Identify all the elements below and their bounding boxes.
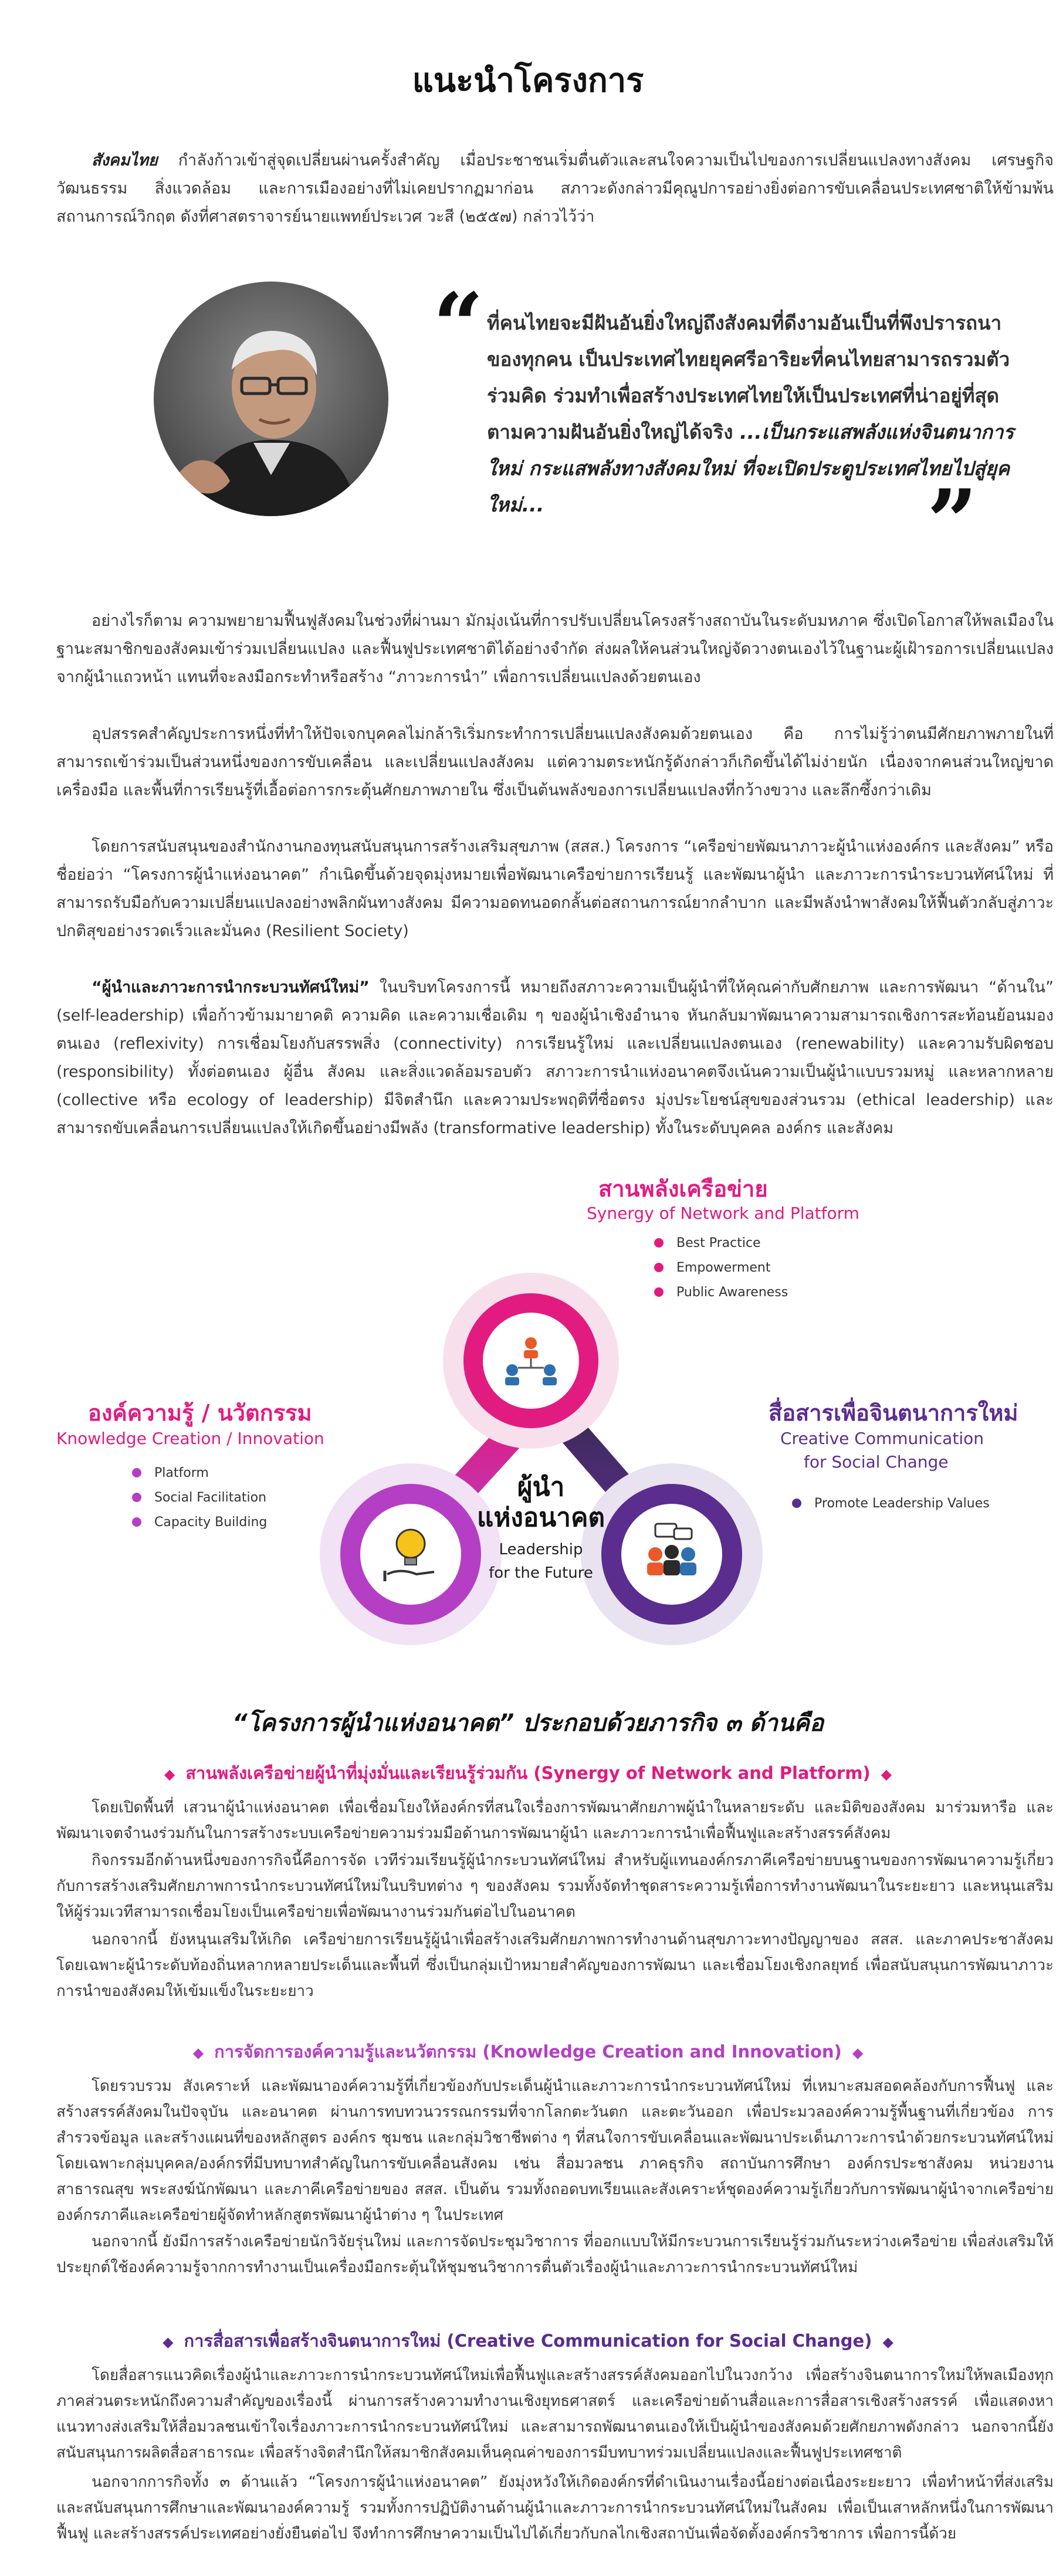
- paragraph-4-text: ในบริบทโครงการนี้ หมายถึงสภาวะความเป็นผู…: [56, 978, 1054, 1137]
- center-en-line2: for the Future: [489, 1564, 593, 1582]
- page-title: แนะนำโครงการ: [412, 62, 644, 100]
- right-title-en-2: for Social Change: [804, 1452, 949, 1472]
- mission-3-paragraph-2: นอกจากการกิจทั้ง ๓ ด้านแล้ว “โครงการผู้น…: [56, 2473, 1054, 2543]
- list-item: Best Practice: [654, 1231, 788, 1255]
- intro-paragraph: สังคมไทย กำลังก้าวเข้าสู่จุดเปลี่ยนผ่านค…: [56, 147, 1054, 231]
- quote-text: ที่คนไทยจะมีฝันอันยิ่งใหญ่ถึงสังคมที่ดีง…: [487, 311, 1010, 443]
- list-item: Public Awareness: [654, 1280, 788, 1304]
- mission-3-paragraph-1: โดยสื่อสารแนวคิดเรื่องผู้นำและภาวะการนำก…: [56, 2367, 1054, 2462]
- mission-heading-2: ◆การจัดการองค์ความรู้และนวัตกรรม (Knowle…: [192, 2042, 864, 2062]
- quote-block: ที่คนไทยจะมีฝันอันยิ่งใหญ่ถึงสังคมที่ดีง…: [487, 305, 1015, 523]
- right-items-list: Promote Leadership Values: [792, 1491, 990, 1516]
- close-quote-icon: ”: [927, 470, 978, 574]
- bullet-dot-icon: [132, 1517, 141, 1527]
- bullet-dot-icon: [132, 1493, 141, 1502]
- mission-title: “โครงการผู้นำแห่งอนาคต” ประกอบด้วยภารกิจ…: [232, 1710, 824, 1737]
- paragraph-3: โดยการสนับสนุนของสำนักงานกองทุนสนับสนุนก…: [56, 838, 1054, 940]
- mission-heading-1: ◆สานพลังเครือข่ายผู้นำที่มุ่งมั่นและเรีย…: [164, 1763, 892, 1783]
- list-item: Empowerment: [654, 1255, 788, 1280]
- bullet-dot-icon: [792, 1499, 801, 1508]
- center-title-line1: ผู้นำ: [517, 1472, 565, 1503]
- center-en-line1: Leadership: [499, 1541, 583, 1558]
- diamond-icon: ◆: [882, 2334, 893, 2350]
- portrait-photo: [154, 282, 388, 516]
- paragraph-2: อุปสรรคสำคัญประการหนึ่งที่ทำให้ปัจเจกบุค…: [56, 725, 1054, 799]
- intro-lead: สังคมไทย: [92, 151, 158, 170]
- paragraph-4: “ผู้นำและภาวะการนำกระบวนทัศน์ใหม่” ในบริ…: [56, 974, 1054, 1143]
- bullet-dot-icon: [654, 1287, 664, 1297]
- bullet-dot-icon: [132, 1468, 141, 1477]
- left-title-th: องค์ความรู้ / นวัตกรรม: [88, 1400, 312, 1426]
- left-items-list: Platform Social Facilitation Capacity Bu…: [132, 1460, 267, 1534]
- mission-2-paragraph-2: นอกจากนี้ ยังมีการสร้างเครือข่ายนักวิจัย…: [56, 2233, 1054, 2276]
- intro-text: กำลังก้าวเข้าสู่จุดเปลี่ยนผ่านครั้งสำคัญ…: [56, 151, 1054, 226]
- triangle-graphic: ผู้นำ แห่งอนาคต Leadership for the Futur…: [320, 1273, 763, 1645]
- diamond-icon: ◆: [163, 2334, 174, 2350]
- diamond-icon: ◆: [192, 2045, 204, 2061]
- right-title-th: สื่อสารเพื่อจินตนาการใหม่: [769, 1400, 1018, 1426]
- list-item: Promote Leadership Values: [792, 1491, 990, 1516]
- paragraph-4-lead: “ผู้นำและภาวะการนำกระบวนทัศน์ใหม่”: [92, 978, 370, 996]
- portrait-illustration: [154, 282, 388, 516]
- top-title-en: Synergy of Network and Platform: [587, 1204, 859, 1223]
- list-item: Platform: [132, 1460, 267, 1485]
- left-title-en: Knowledge Creation / Innovation: [56, 1429, 324, 1448]
- list-item: Social Facilitation: [132, 1485, 267, 1510]
- top-items-list: Best Practice Empowerment Public Awarene…: [654, 1231, 788, 1304]
- bullet-dot-icon: [654, 1238, 664, 1248]
- mission-2-paragraph-1: โดยรวบรวม สังเคราะห์ และพัฒนาองค์ความรู้…: [56, 2077, 1054, 2224]
- open-quote-icon: “: [433, 274, 484, 377]
- right-title-en-1: Creative Communication: [780, 1429, 984, 1448]
- paragraph-1: อย่างไรก็ตาม ความพยายามฟื้นฟูสังคมในช่วง…: [56, 612, 1054, 686]
- center-title-line2: แห่งอนาคต: [477, 1503, 605, 1533]
- mission-1-paragraph-2: กิจกรรมอีกด้านหนึ่งของการกิจนี้คือการจัด…: [56, 1852, 1054, 1921]
- diamond-icon: ◆: [164, 1766, 175, 1782]
- diamond-icon: ◆: [881, 1766, 892, 1782]
- top-title-th: สานพลังเครือข่าย: [598, 1176, 768, 1202]
- leadership-diagram: ผู้นำ แห่งอนาคต Leadership for the Futur…: [0, 1167, 1056, 1695]
- mission-1-paragraph-3: นอกจากนี้ ยังหนุนเสริมให้เกิด เครือข่ายก…: [56, 1931, 1054, 2000]
- mission-1-paragraph-1: โดยเปิดพื้นที่ เสวนาผู้นำแห่งอนาคต เพื่อ…: [56, 1799, 1054, 1842]
- mission-heading-3: ◆การสื่อสารเพื่อสร้างจินตนาการใหม่ (Crea…: [163, 2331, 893, 2351]
- list-item: Capacity Building: [132, 1510, 267, 1534]
- diamond-icon: ◆: [852, 2045, 864, 2061]
- quote-emphasis: ...เป็นกระแสพลังแห่งจินตนาการใหม่ กระแสพ…: [487, 421, 1014, 516]
- bullet-dot-icon: [654, 1263, 664, 1272]
